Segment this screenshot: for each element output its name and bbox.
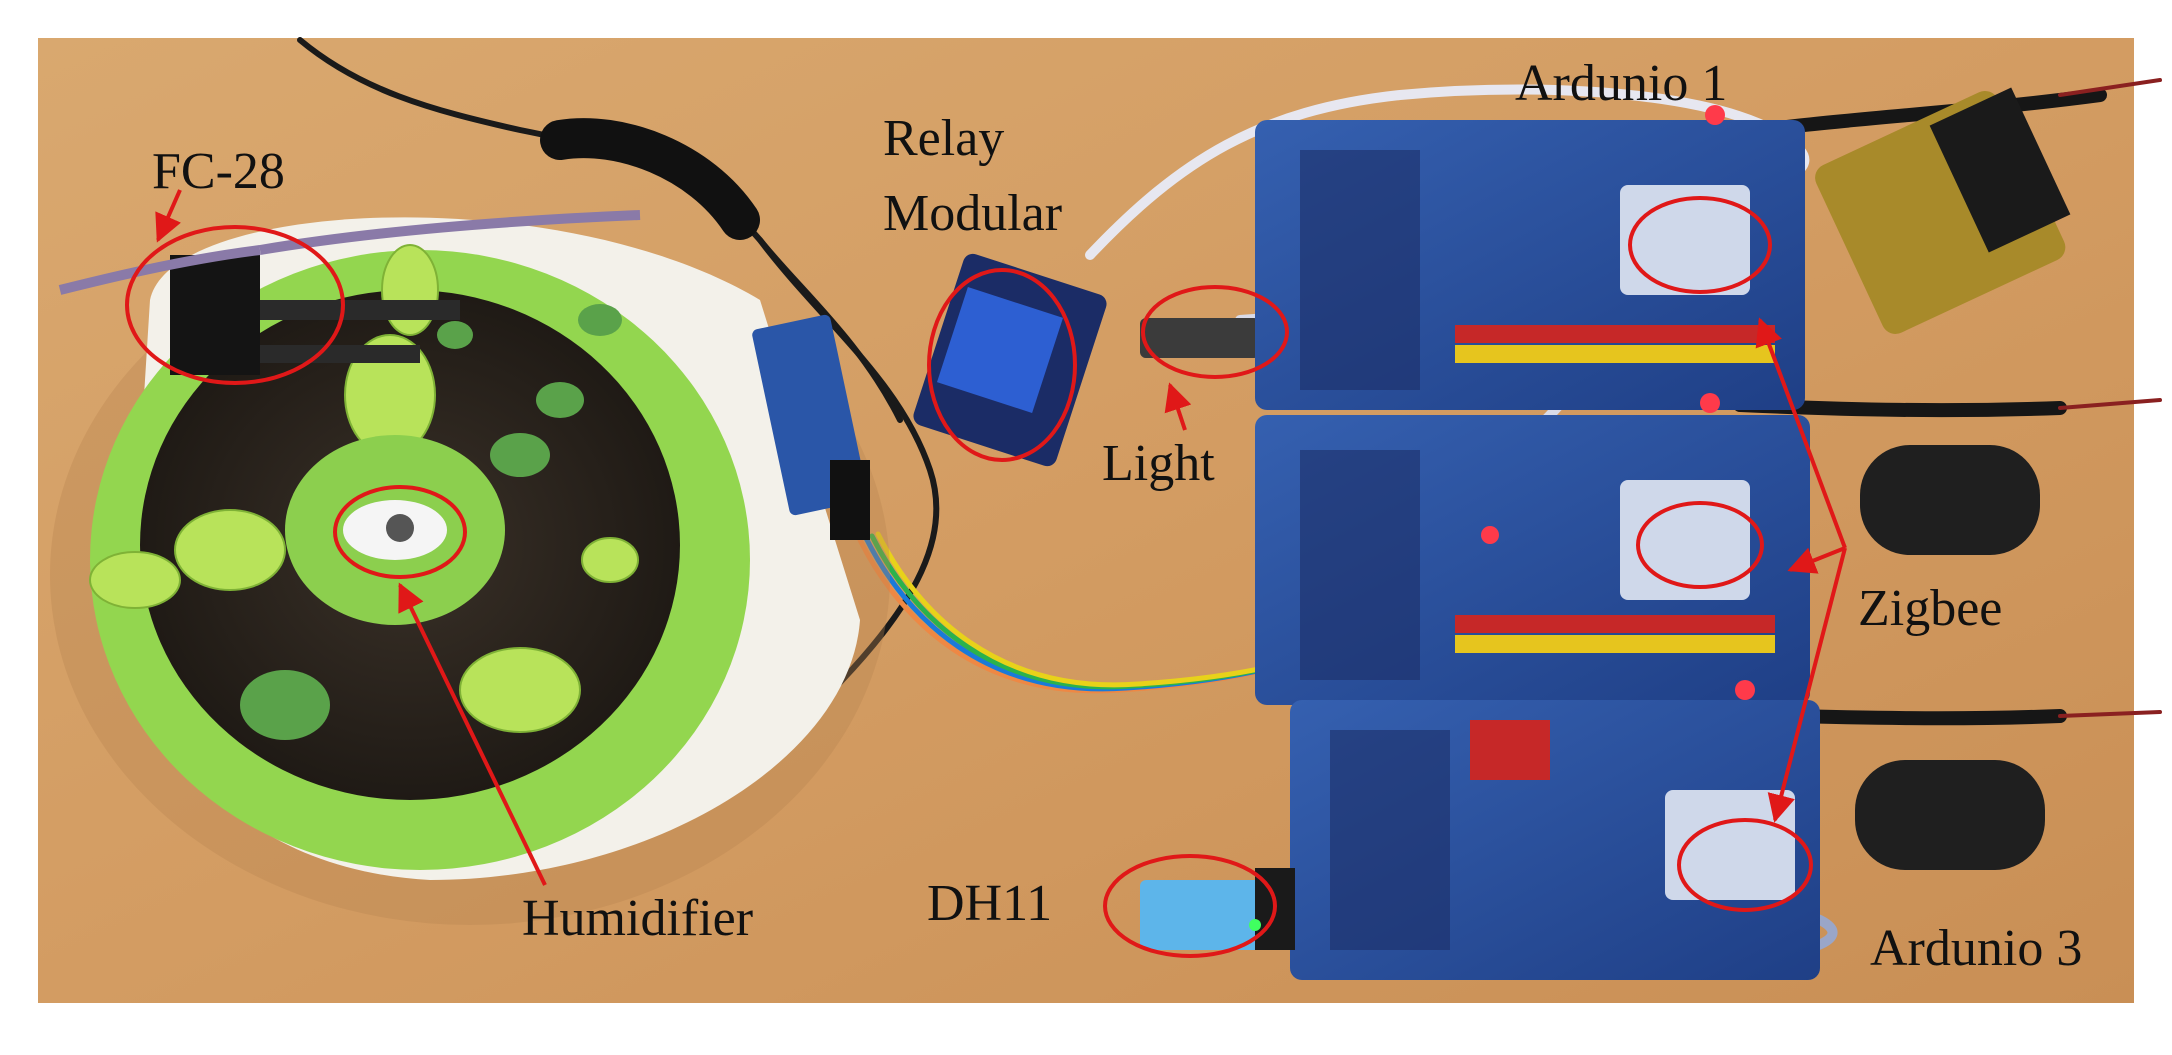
dh11-highlight: [1103, 854, 1277, 958]
moisture-module: [752, 314, 870, 540]
zigbee-highlight-2: [1636, 501, 1764, 589]
fc28-sensor: [58, 210, 641, 375]
label-zigbee: Zigbee: [1858, 580, 2002, 637]
label-fc28: FC-28: [152, 143, 285, 200]
light-highlight: [1141, 285, 1289, 379]
humidifier-highlight: [333, 485, 467, 579]
plant-pot: [50, 217, 890, 925]
arduino-board-2: [1255, 393, 1810, 705]
zigbee-highlight-1: [1628, 196, 1772, 294]
label-arduino1: Ardunio 1: [1515, 55, 1727, 112]
label-humidifier: Humidifier: [522, 890, 753, 947]
annotation-labels: FC-28 Relay Modular Ardunio 1 Light Zigb…: [152, 55, 2082, 977]
label-relay-line1: Relay: [883, 110, 1004, 167]
annotation-ellipses: [125, 196, 1813, 958]
arduino-board-3: [1290, 680, 1820, 980]
arduino-board-1: [1255, 105, 1805, 410]
label-arduino3: Ardunio 3: [1870, 920, 2082, 977]
dh11-sensor: [1140, 868, 1295, 950]
label-dh11: DH11: [927, 875, 1052, 932]
relay-highlight: [927, 268, 1077, 462]
zigbee-highlight-3: [1677, 818, 1813, 912]
humidifier-nozzle: [386, 514, 414, 542]
label-light: Light: [1102, 435, 1215, 492]
small-green-leaves: [240, 304, 622, 740]
annotation-arrows: [155, 189, 1847, 886]
fc28-highlight: [125, 225, 345, 385]
label-relay-line2: Modular: [883, 185, 1062, 242]
batteries: [1815, 87, 2071, 870]
